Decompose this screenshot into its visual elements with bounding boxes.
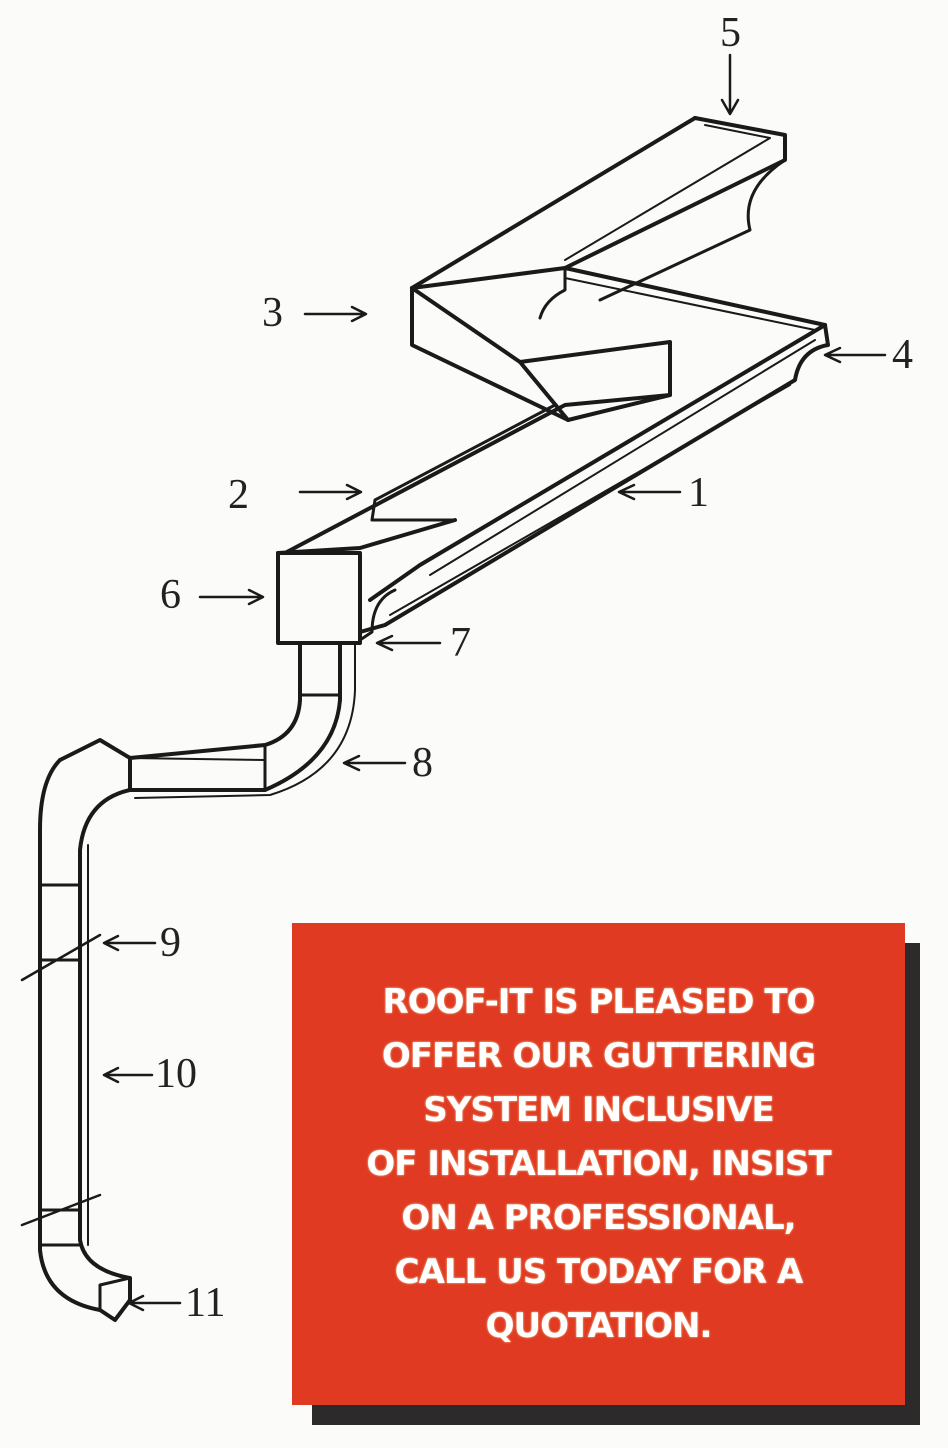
promo-line: OF INSTALLATION, INSIST: [366, 1144, 831, 1184]
promo-line: ROOF-IT IS PLEASED TO: [382, 982, 816, 1022]
callout-arrows: [102, 53, 887, 1312]
promo-line: OFFER OUR GUTTERING: [381, 1036, 816, 1076]
callout-label-10: 10: [155, 1051, 197, 1097]
callout-label-5: 5: [720, 10, 741, 56]
callout-label-11: 11: [185, 1280, 226, 1326]
callout-label-3: 3: [262, 290, 283, 336]
outlet-box: [276, 518, 457, 645]
callout-label-1: 1: [688, 470, 709, 516]
callout-label-9: 9: [160, 920, 181, 966]
callout-label-7: 7: [450, 620, 471, 666]
callout-label-4: 4: [892, 332, 913, 378]
promo-line: CALL US TODAY FOR A: [394, 1252, 804, 1292]
promo-line: ON A PROFESSIONAL,: [401, 1198, 796, 1238]
downpipe-offset: [58, 641, 356, 799]
callout-label-6: 6: [160, 572, 181, 618]
promo-text: ROOF-IT IS PLEASED TO OFFER OUR GUTTERIN…: [366, 975, 831, 1353]
promo-line: QUOTATION.: [485, 1306, 713, 1346]
callout-label-2: 2: [228, 472, 249, 518]
downpipe: [20, 758, 132, 1322]
promo-line: SYSTEM INCLUSIVE: [423, 1090, 774, 1130]
long-gutter-run: [283, 323, 830, 634]
promo-box: ROOF-IT IS PLEASED TO OFFER OUR GUTTERIN…: [292, 923, 905, 1405]
callout-label-8: 8: [412, 740, 433, 786]
upper-gutter-run: [410, 116, 827, 331]
